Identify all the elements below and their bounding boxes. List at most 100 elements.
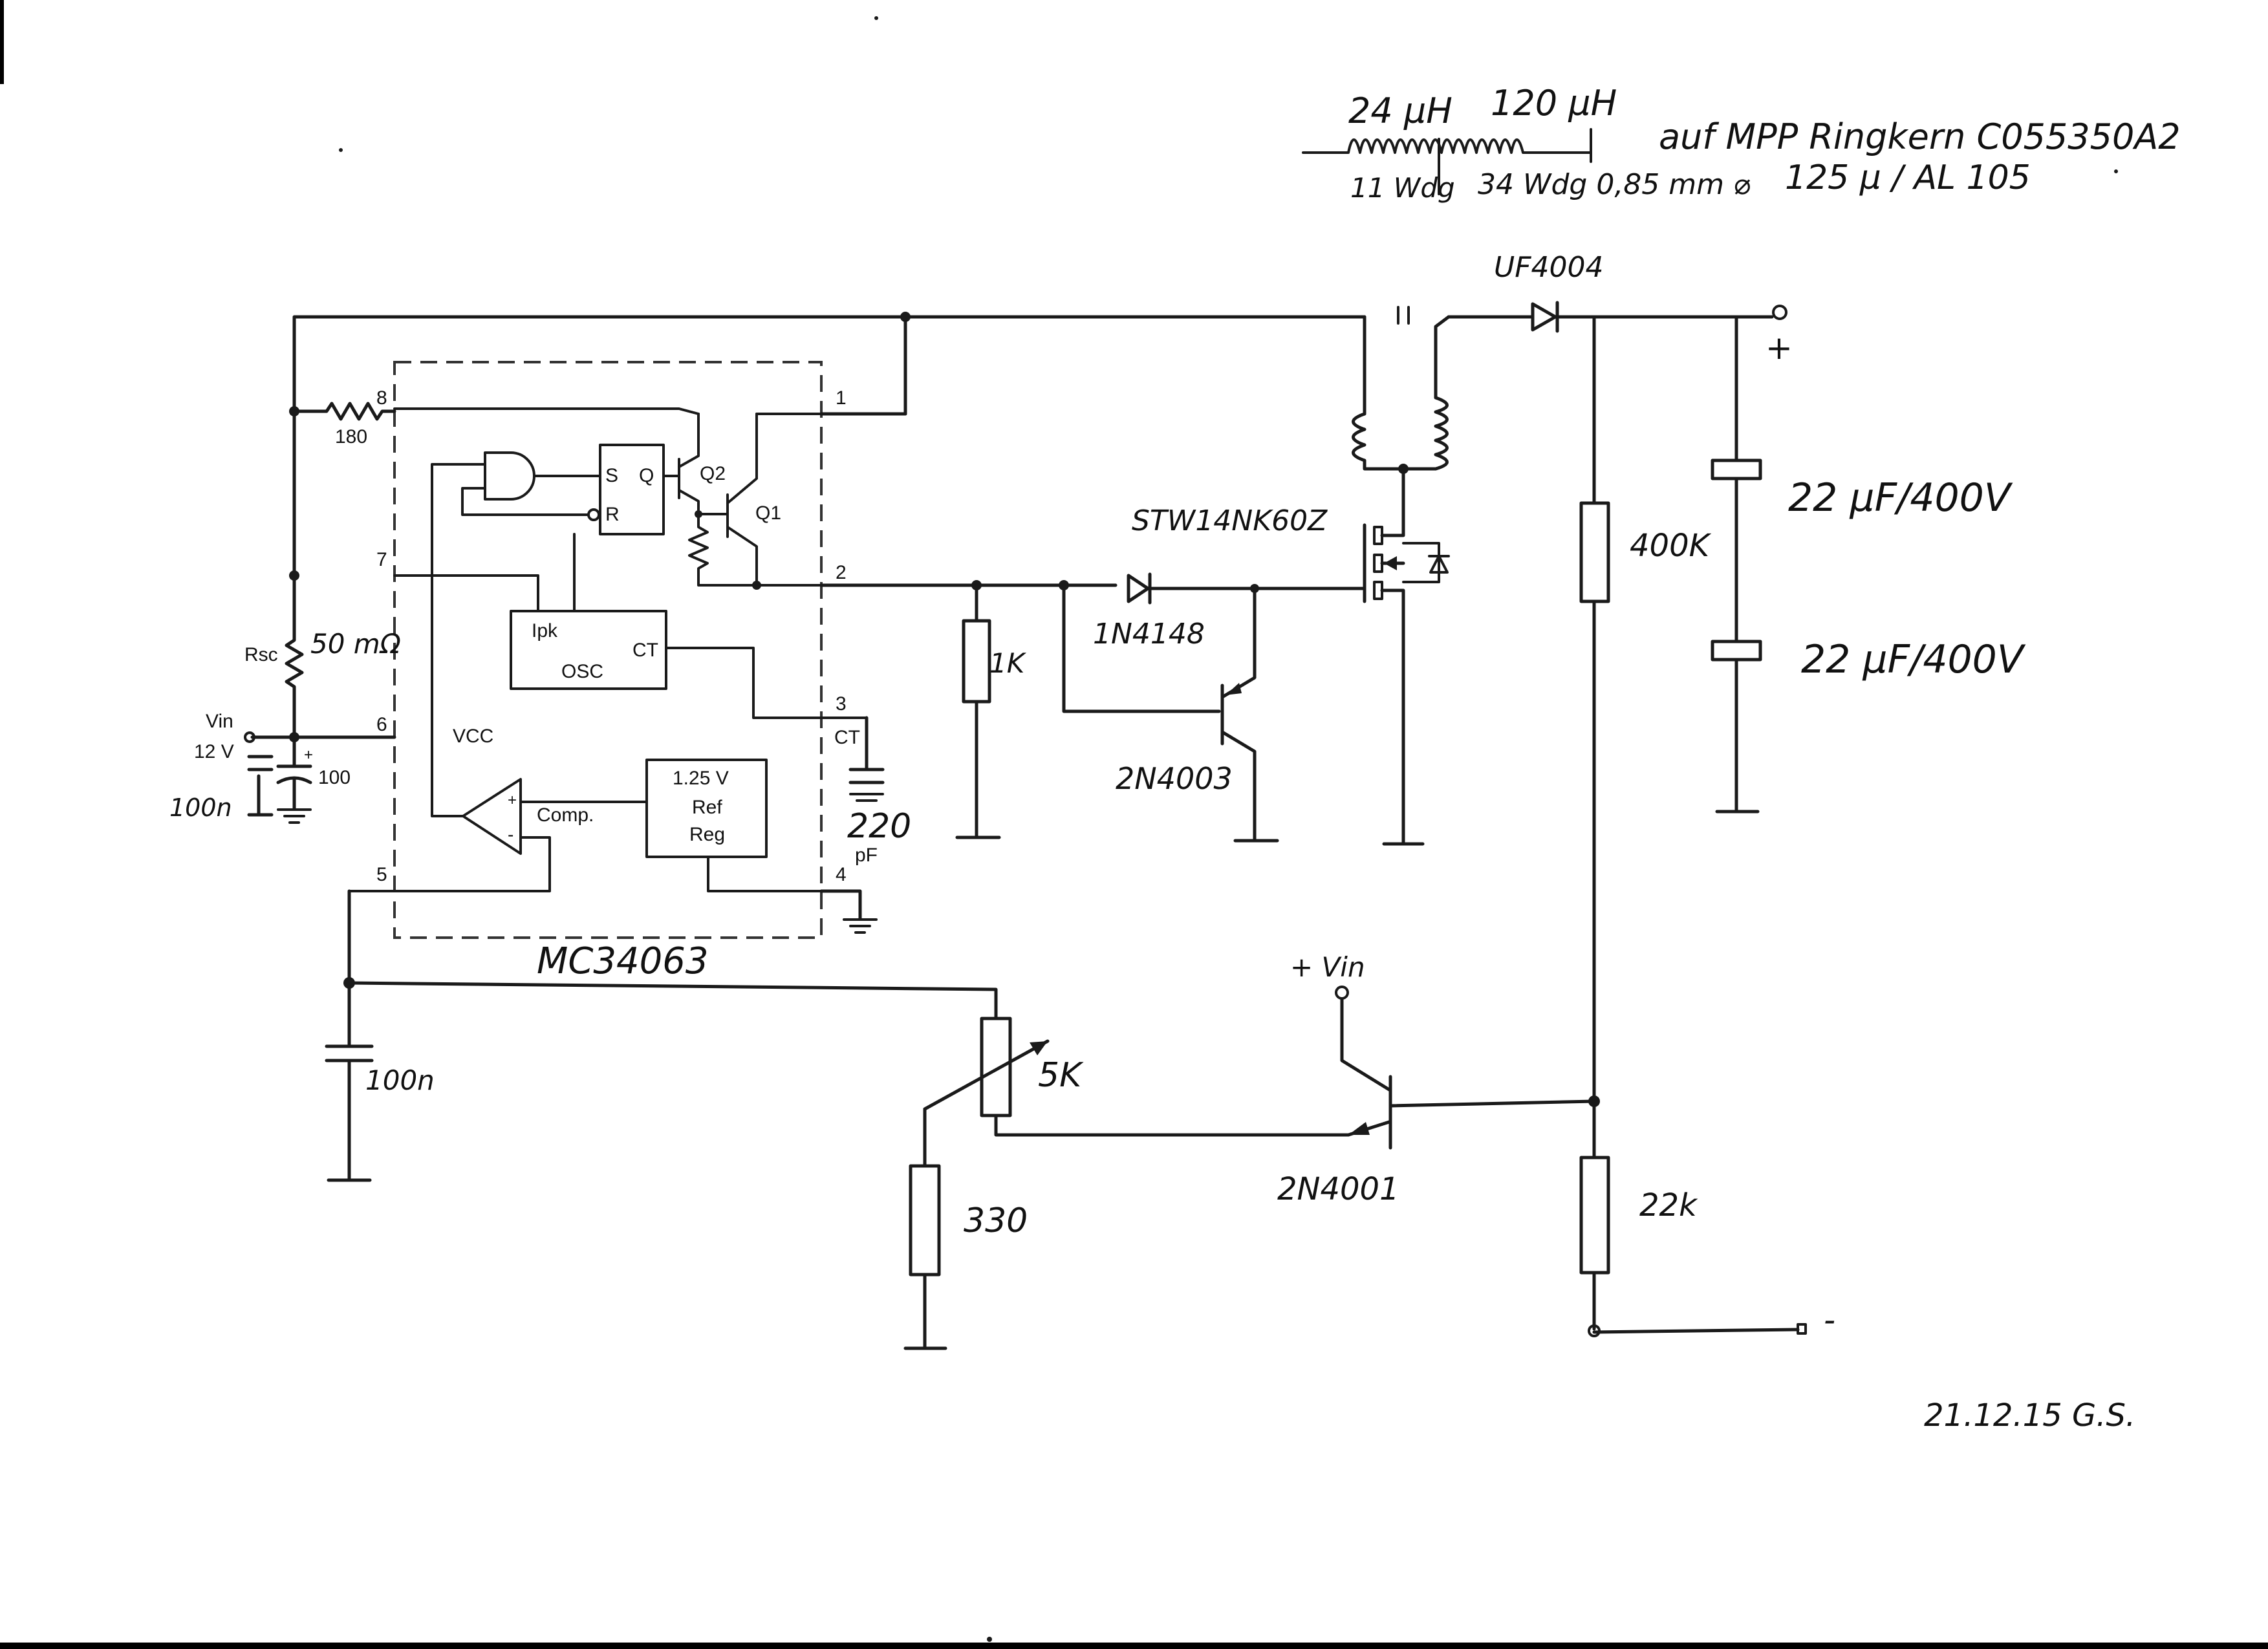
scan-speck-1 xyxy=(339,148,343,152)
and-gate xyxy=(484,451,535,501)
scan-speck-3 xyxy=(987,1637,992,1642)
mosfet-drain xyxy=(1380,470,1405,537)
pin-number-8: 8 xyxy=(376,387,387,409)
mosfet-zener xyxy=(1428,555,1450,574)
scan-edge-bottom xyxy=(0,1643,2268,1649)
ct-unit: pF xyxy=(855,845,878,866)
inductor-note: 24 µH 120 µH 11 Wdg 34 Wdg 0,85 mm ⌀ auf… xyxy=(1302,83,2181,204)
pin-number-3: 3 xyxy=(836,693,847,715)
cap-100n-input-label: 100n xyxy=(169,793,232,822)
scan-speck-2 xyxy=(874,16,878,20)
ct-value: 220 xyxy=(847,807,911,846)
pin-number-6: 6 xyxy=(376,714,387,735)
inductor-primary-turns: 11 Wdg xyxy=(1350,172,1455,204)
latch-r-label: R xyxy=(605,504,620,525)
mosfet-source xyxy=(1380,588,1405,846)
diode-uf4004-label: UF4004 xyxy=(1494,251,1604,284)
cap-out-bottom xyxy=(1711,640,1762,662)
ground-symbol-ic xyxy=(843,918,878,934)
q2-collector xyxy=(678,413,700,468)
wire-ref-gnd xyxy=(707,856,823,892)
q1-label: Q1 xyxy=(755,502,781,524)
ref-label: Ref xyxy=(692,797,722,818)
inductor-note-symbol xyxy=(1302,138,1592,154)
potentiometer-5k xyxy=(980,1017,1012,1117)
resistor-400k-label: 400K xyxy=(1630,528,1712,564)
latch-r-inverter xyxy=(587,508,600,521)
output-negative-terminal xyxy=(1797,1323,1807,1335)
junction-top-rail-pin1 xyxy=(900,312,911,322)
resistor-1k-label: 1K xyxy=(989,647,1027,679)
resistor-22k xyxy=(1579,1156,1610,1275)
wire-base-divider xyxy=(1388,1099,1596,1108)
latch-s-label: S xyxy=(605,465,618,486)
ic-outline xyxy=(393,361,823,939)
timing-section: CT 220 pF xyxy=(819,716,911,934)
junction-r180 xyxy=(289,406,299,416)
wire-pin4-gnd xyxy=(819,889,862,920)
scan-speck-4 xyxy=(2114,169,2118,173)
osc-ipk-label: Ipk xyxy=(532,620,558,641)
date-signature: 21.12.15 G.S. xyxy=(1924,1397,2135,1434)
vin-plus-terminal xyxy=(1335,986,1349,1000)
rsc-label: Rsc xyxy=(244,644,278,665)
power-stage: STW14NK60Z xyxy=(1132,306,1451,846)
diode-1n4148-label: 1N4148 xyxy=(1093,618,1205,651)
inductor-core-text: auf MPP Ringkern C055350A2 xyxy=(1659,116,2181,157)
pin-number-4: 4 xyxy=(836,864,847,885)
osc-label: OSC xyxy=(561,661,603,682)
ic-junction-q2 xyxy=(695,510,702,518)
mosfet-arrow xyxy=(1384,556,1397,570)
wire-and-feedback xyxy=(461,487,590,516)
mosfet-label: STW14NK60Z xyxy=(1132,504,1328,537)
cap-100-label: 100 xyxy=(318,767,351,788)
mosfet-zener-frame xyxy=(1402,542,1440,583)
ic-junction-emitter xyxy=(752,581,761,590)
scan-edge-left xyxy=(0,0,4,84)
resistor-330 xyxy=(909,1164,941,1277)
oscillator-block xyxy=(510,610,667,690)
vin-terminal xyxy=(244,731,255,743)
resistor-22k-label: 22k xyxy=(1639,1187,1698,1223)
ic-internal-resistor xyxy=(688,513,758,587)
transformer-secondary xyxy=(1434,315,1451,471)
inductor-core-spec: 125 µ / AL 105 xyxy=(1785,158,2031,197)
mc34063-ic: MC34063 8 7 6 5 1 2 3 4 S Q R Q2 Q1 xyxy=(348,361,868,982)
inductor-primary-inductance: 24 µH xyxy=(1348,91,1453,131)
osc-ct-label: CT xyxy=(632,640,658,661)
ic-name: MC34063 xyxy=(537,940,709,982)
reference-block xyxy=(645,759,768,858)
comparator-label: Comp. xyxy=(537,804,594,826)
reg-label: Reg xyxy=(689,824,725,845)
wire-output-negative xyxy=(1592,1328,1800,1334)
junction-transformer-tap xyxy=(1398,464,1409,474)
output-positive-terminal xyxy=(1772,305,1787,320)
diode-uf4004 xyxy=(1531,302,1557,332)
ground-symbol-input xyxy=(277,808,312,824)
transistor-2n4003-arrow xyxy=(1226,683,1242,695)
q1-emitter xyxy=(726,526,758,587)
wire-pin7-ipk xyxy=(393,574,539,612)
feedback-section: 100n 5K 330 + Vin 2N4001 xyxy=(325,889,1596,1350)
cap-out-bottom-label: 22 µF/400V xyxy=(1801,637,2026,682)
transistor-2n4001-label: 2N4001 xyxy=(1277,1171,1399,1207)
pin-number-7: 7 xyxy=(376,549,387,570)
wire-vcc-to-and xyxy=(431,463,486,817)
comparator xyxy=(462,778,522,855)
vin-label: Vin xyxy=(206,711,233,732)
ground-symbol-ct xyxy=(849,793,884,802)
pin-number-5: 5 xyxy=(376,864,387,885)
potentiometer-arrow-line xyxy=(923,1039,1050,1111)
wire-top-rail xyxy=(292,315,1366,577)
resistor-1k xyxy=(962,619,991,704)
vin-plus-label: + Vin xyxy=(1290,951,1365,983)
inductor-secondary-turns: 34 Wdg 0,85 mm ⌀ xyxy=(1478,168,1751,201)
resistor-180-label: 180 xyxy=(335,426,367,447)
potentiometer-arrowhead xyxy=(1030,1041,1048,1055)
wire-q2-collector-pin8 xyxy=(393,407,700,415)
resistor-rsc xyxy=(285,574,304,739)
transformer-primary xyxy=(1352,412,1405,471)
potentiometer-5k-label: 5K xyxy=(1038,1056,1084,1095)
latch-q-label: Q xyxy=(639,465,654,486)
